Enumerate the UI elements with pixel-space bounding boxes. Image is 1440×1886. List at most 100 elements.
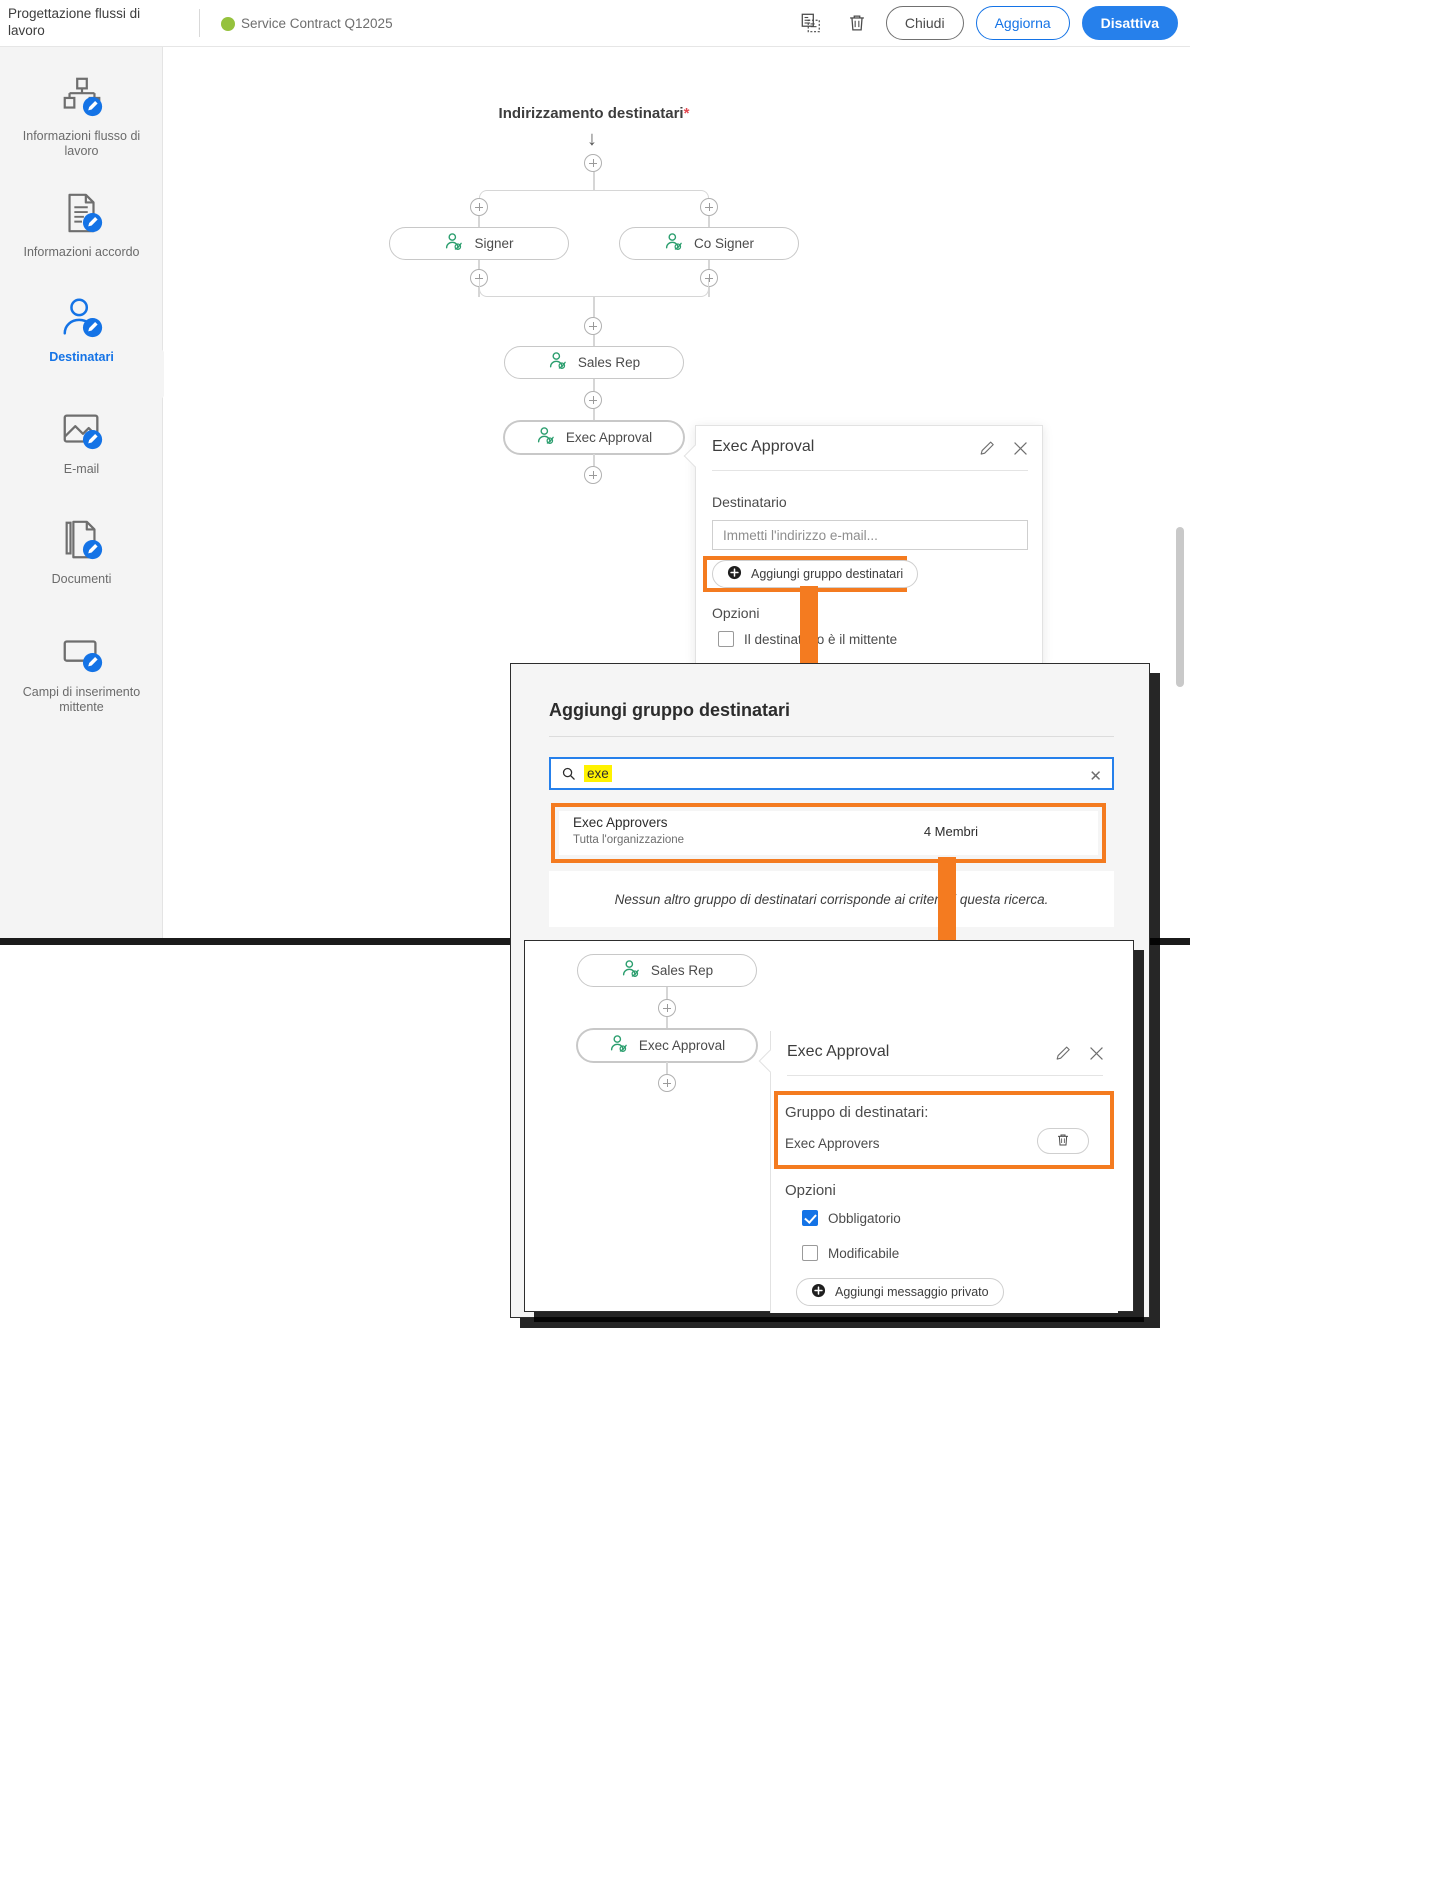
checkbox-sender-is-recipient[interactable] (718, 631, 734, 647)
add-step-plus-after-exec-approval[interactable] (584, 466, 602, 484)
header-divider (199, 9, 200, 37)
trash-icon (1055, 1132, 1071, 1151)
sidebar-item-sender-input-fields[interactable]: Campi di inserimento mittente (0, 625, 163, 715)
flow-connector (666, 1017, 668, 1029)
required-marker: * (683, 105, 690, 122)
close-button[interactable]: Chiudi (885, 6, 964, 40)
annotation-box-search-result (551, 803, 1106, 863)
flow-merge-bottom (479, 279, 709, 297)
flow-node-sales-rep[interactable]: Sales Rep (504, 346, 684, 379)
search-input-value: exe (584, 765, 612, 782)
add-private-message-label: Aggiungi messaggio privato (835, 1285, 989, 1299)
trash-icon[interactable] (840, 6, 874, 40)
add-step-plus-2[interactable] (658, 999, 676, 1017)
sidebar-item-label: Destinatari (49, 350, 114, 364)
add-recipient-group-button[interactable]: Aggiungi gruppo destinatari (712, 560, 919, 588)
flow-node-label: Sales Rep (577, 355, 641, 370)
annotation-box-group (774, 1091, 1114, 1169)
checkbox-editable-label: Modificabile (828, 1246, 900, 1261)
checkbox-sender-is-recipient-label: Il destinatario è il mittente (744, 632, 898, 647)
flow-connector (593, 454, 595, 466)
clear-icon[interactable]: ✕ (1089, 768, 1102, 785)
flow-node-exec-approval-2[interactable]: Exec Approval (577, 1029, 757, 1062)
sidebar-item-email[interactable]: E-mail (0, 402, 163, 477)
sales-rep-icon (621, 959, 642, 983)
recipient-group-panel: Exec Approval Gruppo di destinatari: Exe… (758, 1031, 1118, 1313)
sidebar-item-workflow-info[interactable]: Informazioni flusso di lavoro (0, 69, 163, 159)
remove-group-button[interactable] (1037, 1128, 1089, 1154)
flow-connector (593, 379, 595, 391)
result-window: Sales Rep Exec Approval Exec Approval (524, 940, 1134, 1313)
recipients-icon (0, 290, 163, 346)
panel-caret (758, 1049, 782, 1073)
document-name: Service Contract Q12025 (241, 16, 393, 31)
panel-header-icons (1054, 1044, 1106, 1068)
panel-header-icons (978, 439, 1030, 463)
recipient-field-label: Destinatario (712, 494, 787, 510)
panel-title: Exec Approval (787, 1043, 890, 1060)
sales-rep-icon (548, 351, 569, 375)
close-icon[interactable] (1011, 439, 1030, 463)
panel-divider (712, 470, 1028, 471)
sidebar-item-label: E-mail (63, 462, 100, 476)
modal-divider (549, 736, 1114, 737)
checkbox-editable[interactable] (802, 1245, 818, 1261)
flow-title: Indirizzamento destinatari* (164, 105, 1024, 122)
sidebar-item-documents[interactable]: Documenti (0, 512, 163, 587)
pencil-icon[interactable] (1054, 1044, 1073, 1068)
add-step-plus-after-sales-rep[interactable] (584, 391, 602, 409)
flow-node-label: Sales Rep (650, 963, 714, 978)
flow-node-sales-rep-2[interactable]: Sales Rep (577, 954, 757, 987)
group-result-scope: Tutta l'organizzazione (573, 834, 685, 846)
app-header: Progettazione flussi di lavoro Service C… (0, 0, 1190, 47)
flow-node-label: Exec Approval (638, 1038, 726, 1053)
recipient-group-label: Gruppo di destinatari: (785, 1104, 929, 1121)
exec-approval-icon (536, 426, 557, 450)
no-more-results-message: Nessun altro gruppo di destinatari corri… (549, 871, 1114, 927)
flow-node-signer[interactable]: Signer (389, 227, 569, 260)
duplicate-icon[interactable] (794, 6, 828, 40)
group-result-row[interactable]: Exec Approvers Tutta l'organizzazione 4 … (559, 811, 1098, 855)
flow-node-exec-approval[interactable]: Exec Approval (504, 421, 684, 454)
add-private-message-button[interactable]: Aggiungi messaggio privato (796, 1278, 1004, 1306)
sidebar-selection-notch (155, 343, 165, 405)
email-field[interactable]: Immetti l'indirizzo e-mail... (712, 520, 1028, 550)
add-step-plus-after-exec-2[interactable] (658, 1074, 676, 1092)
flow-connector (478, 260, 480, 270)
add-step-plus-branch-left[interactable] (470, 198, 488, 216)
sender-input-fields-icon (0, 625, 163, 681)
email-icon (0, 402, 163, 458)
add-step-plus-before-sales-rep[interactable] (584, 317, 602, 335)
group-search-input[interactable]: exe ✕ (549, 757, 1114, 790)
pencil-icon[interactable] (978, 439, 997, 463)
status-badge (221, 17, 235, 31)
workflow-info-icon (0, 69, 163, 125)
co-signer-icon (664, 232, 685, 256)
signer-icon (444, 232, 465, 256)
plus-circle-icon (727, 565, 742, 583)
flow-connector (593, 297, 595, 317)
flow-title-text: Indirizzamento destinatari (498, 105, 684, 122)
checkbox-required-label: Obbligatorio (828, 1211, 901, 1226)
sidebar-item-label: Campi di inserimento mittente (22, 685, 141, 714)
agreement-info-icon (0, 185, 163, 241)
sidebar-item-label: Documenti (51, 572, 112, 586)
deactivate-button[interactable]: Disattiva (1081, 6, 1178, 40)
sidebar-item-recipients[interactable]: Destinatari (0, 290, 163, 365)
update-button[interactable]: Aggiorna (975, 6, 1070, 40)
page-title: Progettazione flussi di lavoro (8, 6, 141, 38)
add-step-plus-top[interactable] (584, 154, 602, 172)
flow-node-co-signer[interactable]: Co Signer (619, 227, 799, 260)
close-icon[interactable] (1087, 1044, 1106, 1068)
flow-node-label: Exec Approval (565, 430, 653, 445)
sidebar-item-agreement-info[interactable]: Informazioni accordo (0, 185, 163, 260)
canvas-scrollbar[interactable] (1176, 527, 1184, 687)
add-step-plus-branch-right[interactable] (700, 198, 718, 216)
search-icon (561, 766, 576, 781)
panel-divider (787, 1075, 1103, 1076)
panel-title: Exec Approval (712, 438, 815, 455)
checkbox-required[interactable] (802, 1210, 818, 1226)
flow-connector (593, 335, 595, 347)
documents-icon (0, 512, 163, 568)
